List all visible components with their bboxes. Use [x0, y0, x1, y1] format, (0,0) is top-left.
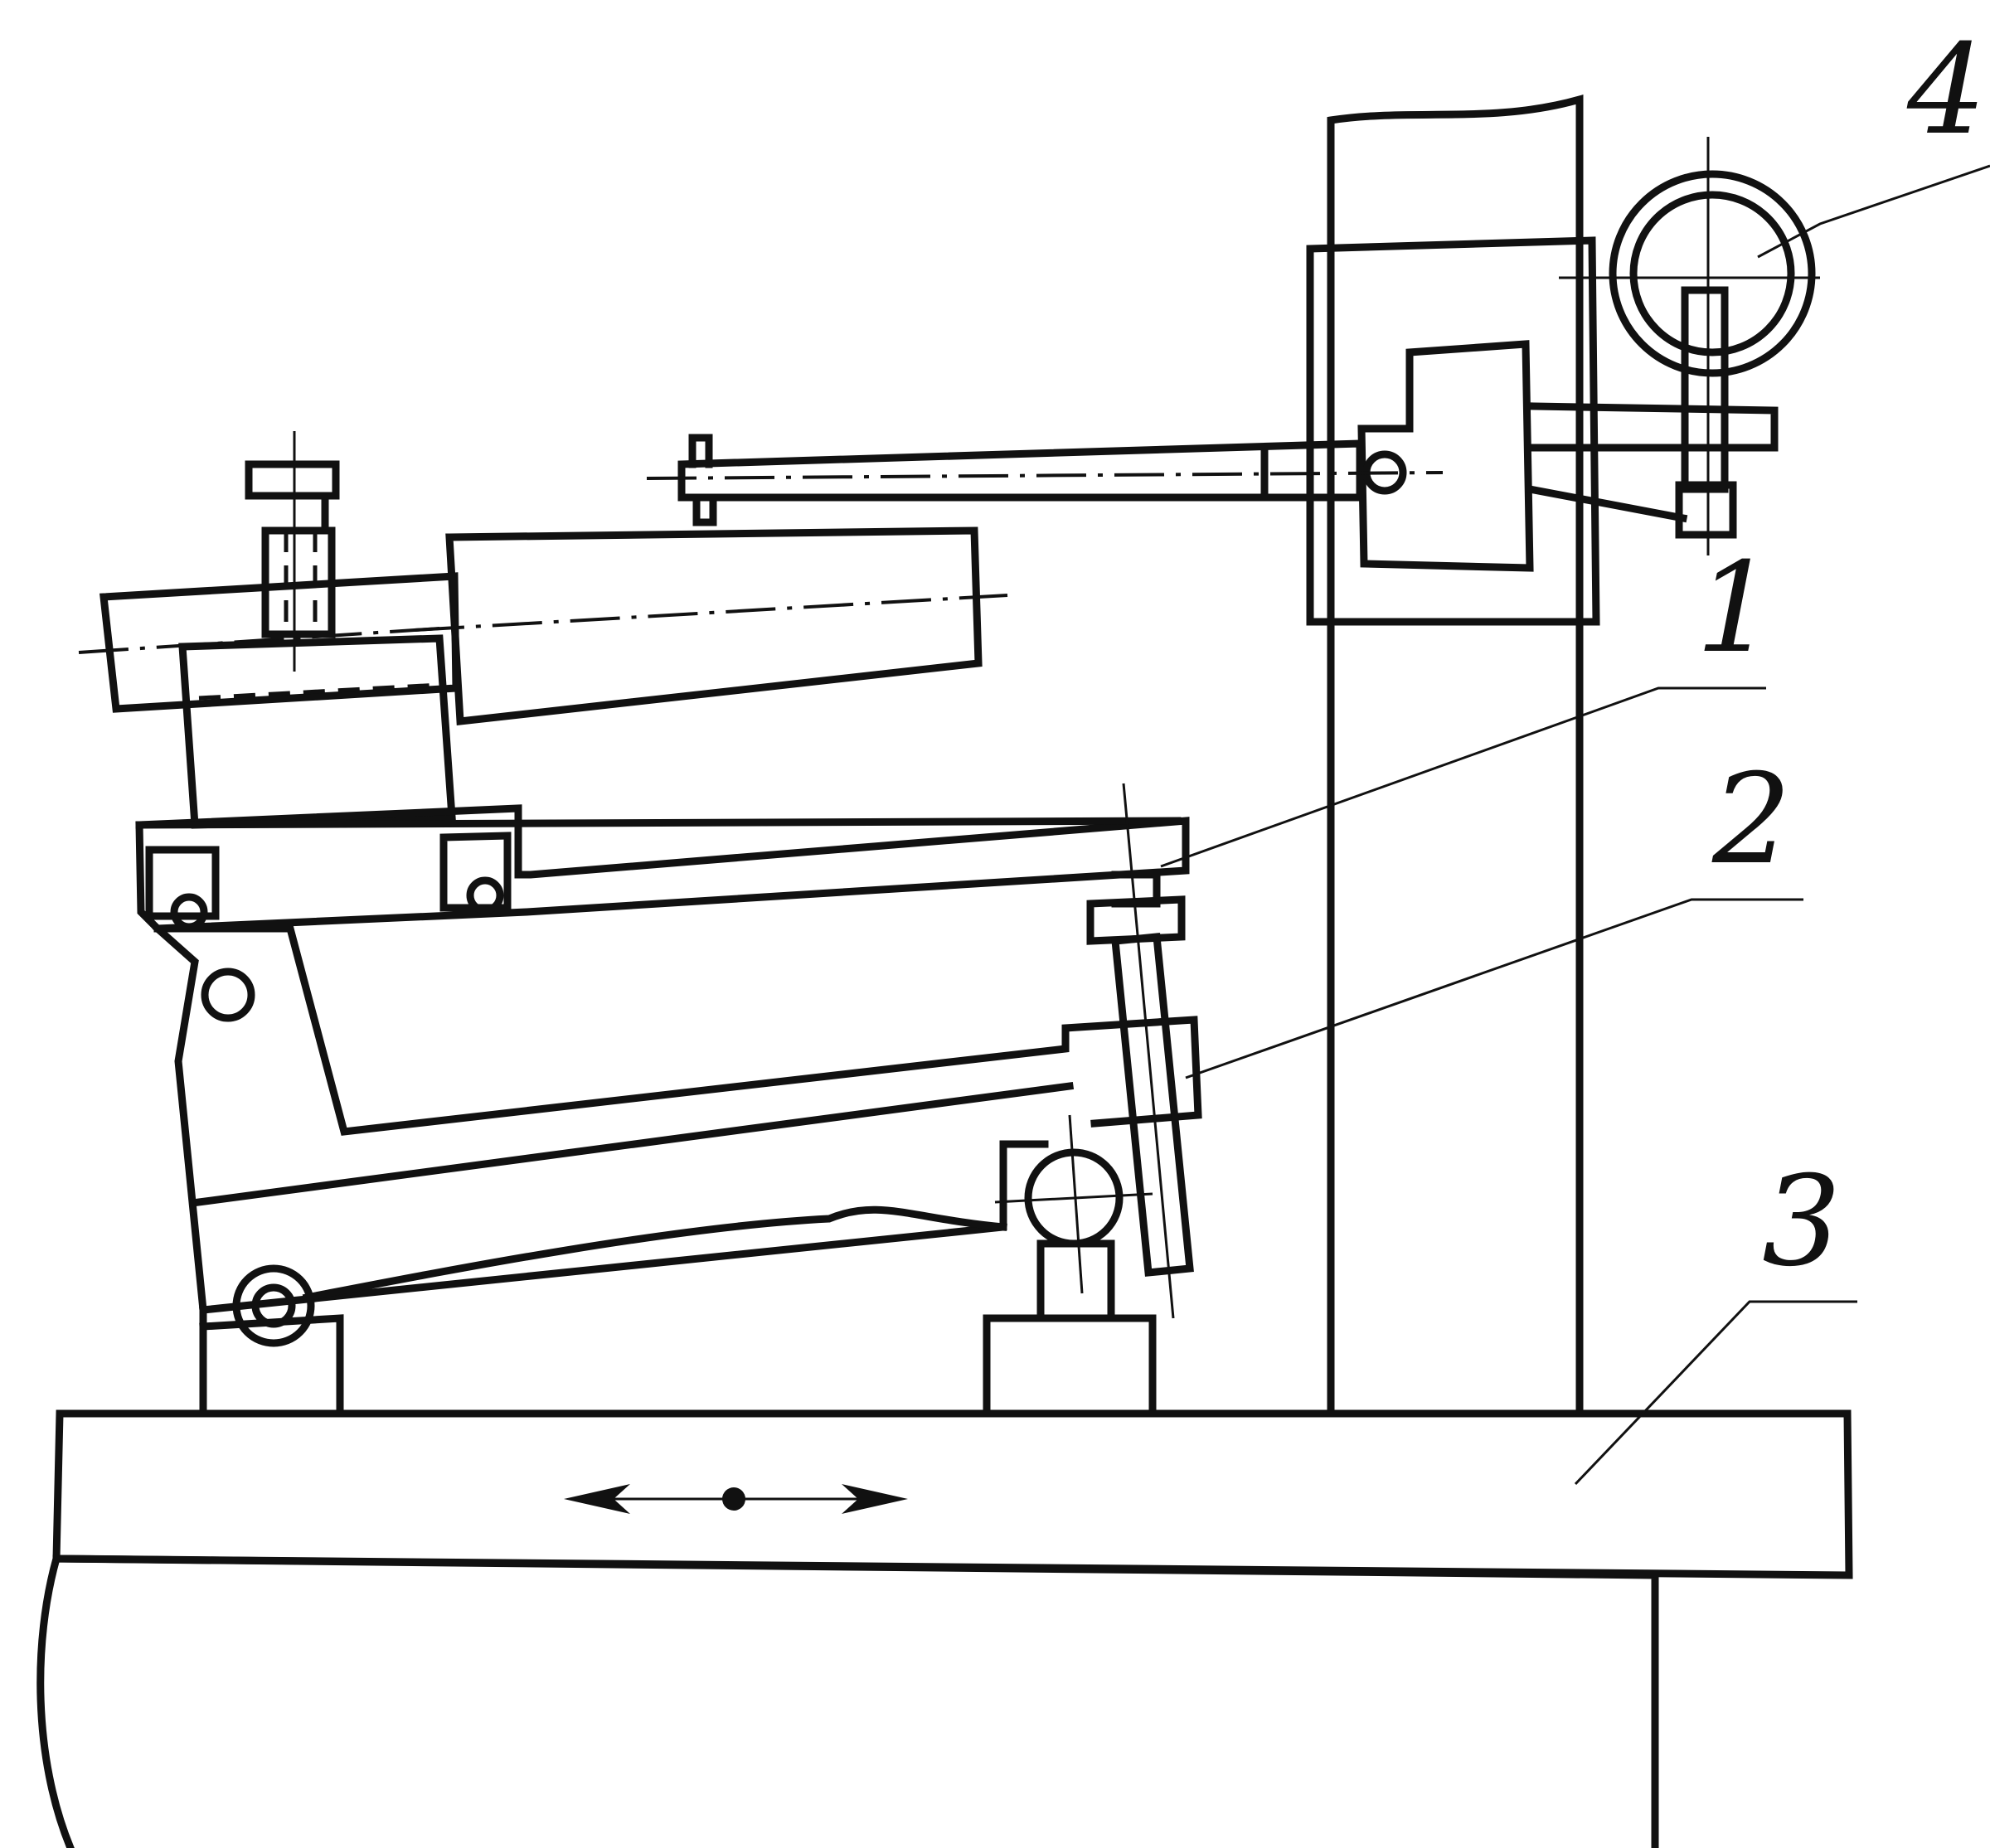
column-carriage	[1306, 236, 1600, 626]
beam-lever-1	[135, 804, 1190, 933]
mounting-block	[178, 634, 456, 829]
slide-table-3	[52, 1409, 1853, 1579]
label-2: 2	[1711, 748, 1791, 892]
bracket-lever-2	[152, 923, 1202, 1314]
adjusting-screw	[1086, 783, 1194, 1319]
label-1: 1	[1696, 536, 1774, 681]
label-4: 4	[1906, 18, 1986, 162]
leader-lines	[1160, 164, 1990, 1486]
upper-rod	[646, 434, 1444, 526]
machine-bed	[36, 1554, 1659, 1848]
pivot-support	[199, 1264, 344, 1418]
label-3: 3	[1762, 1150, 1841, 1294]
clamp-plate	[78, 431, 460, 713]
ball-follower	[983, 1114, 1157, 1418]
vertical-column	[1327, 95, 1584, 1418]
cylinder-body	[414, 526, 1008, 726]
handwheel-4	[1525, 137, 1820, 555]
double-headed-arrow-icon	[564, 1484, 908, 1514]
